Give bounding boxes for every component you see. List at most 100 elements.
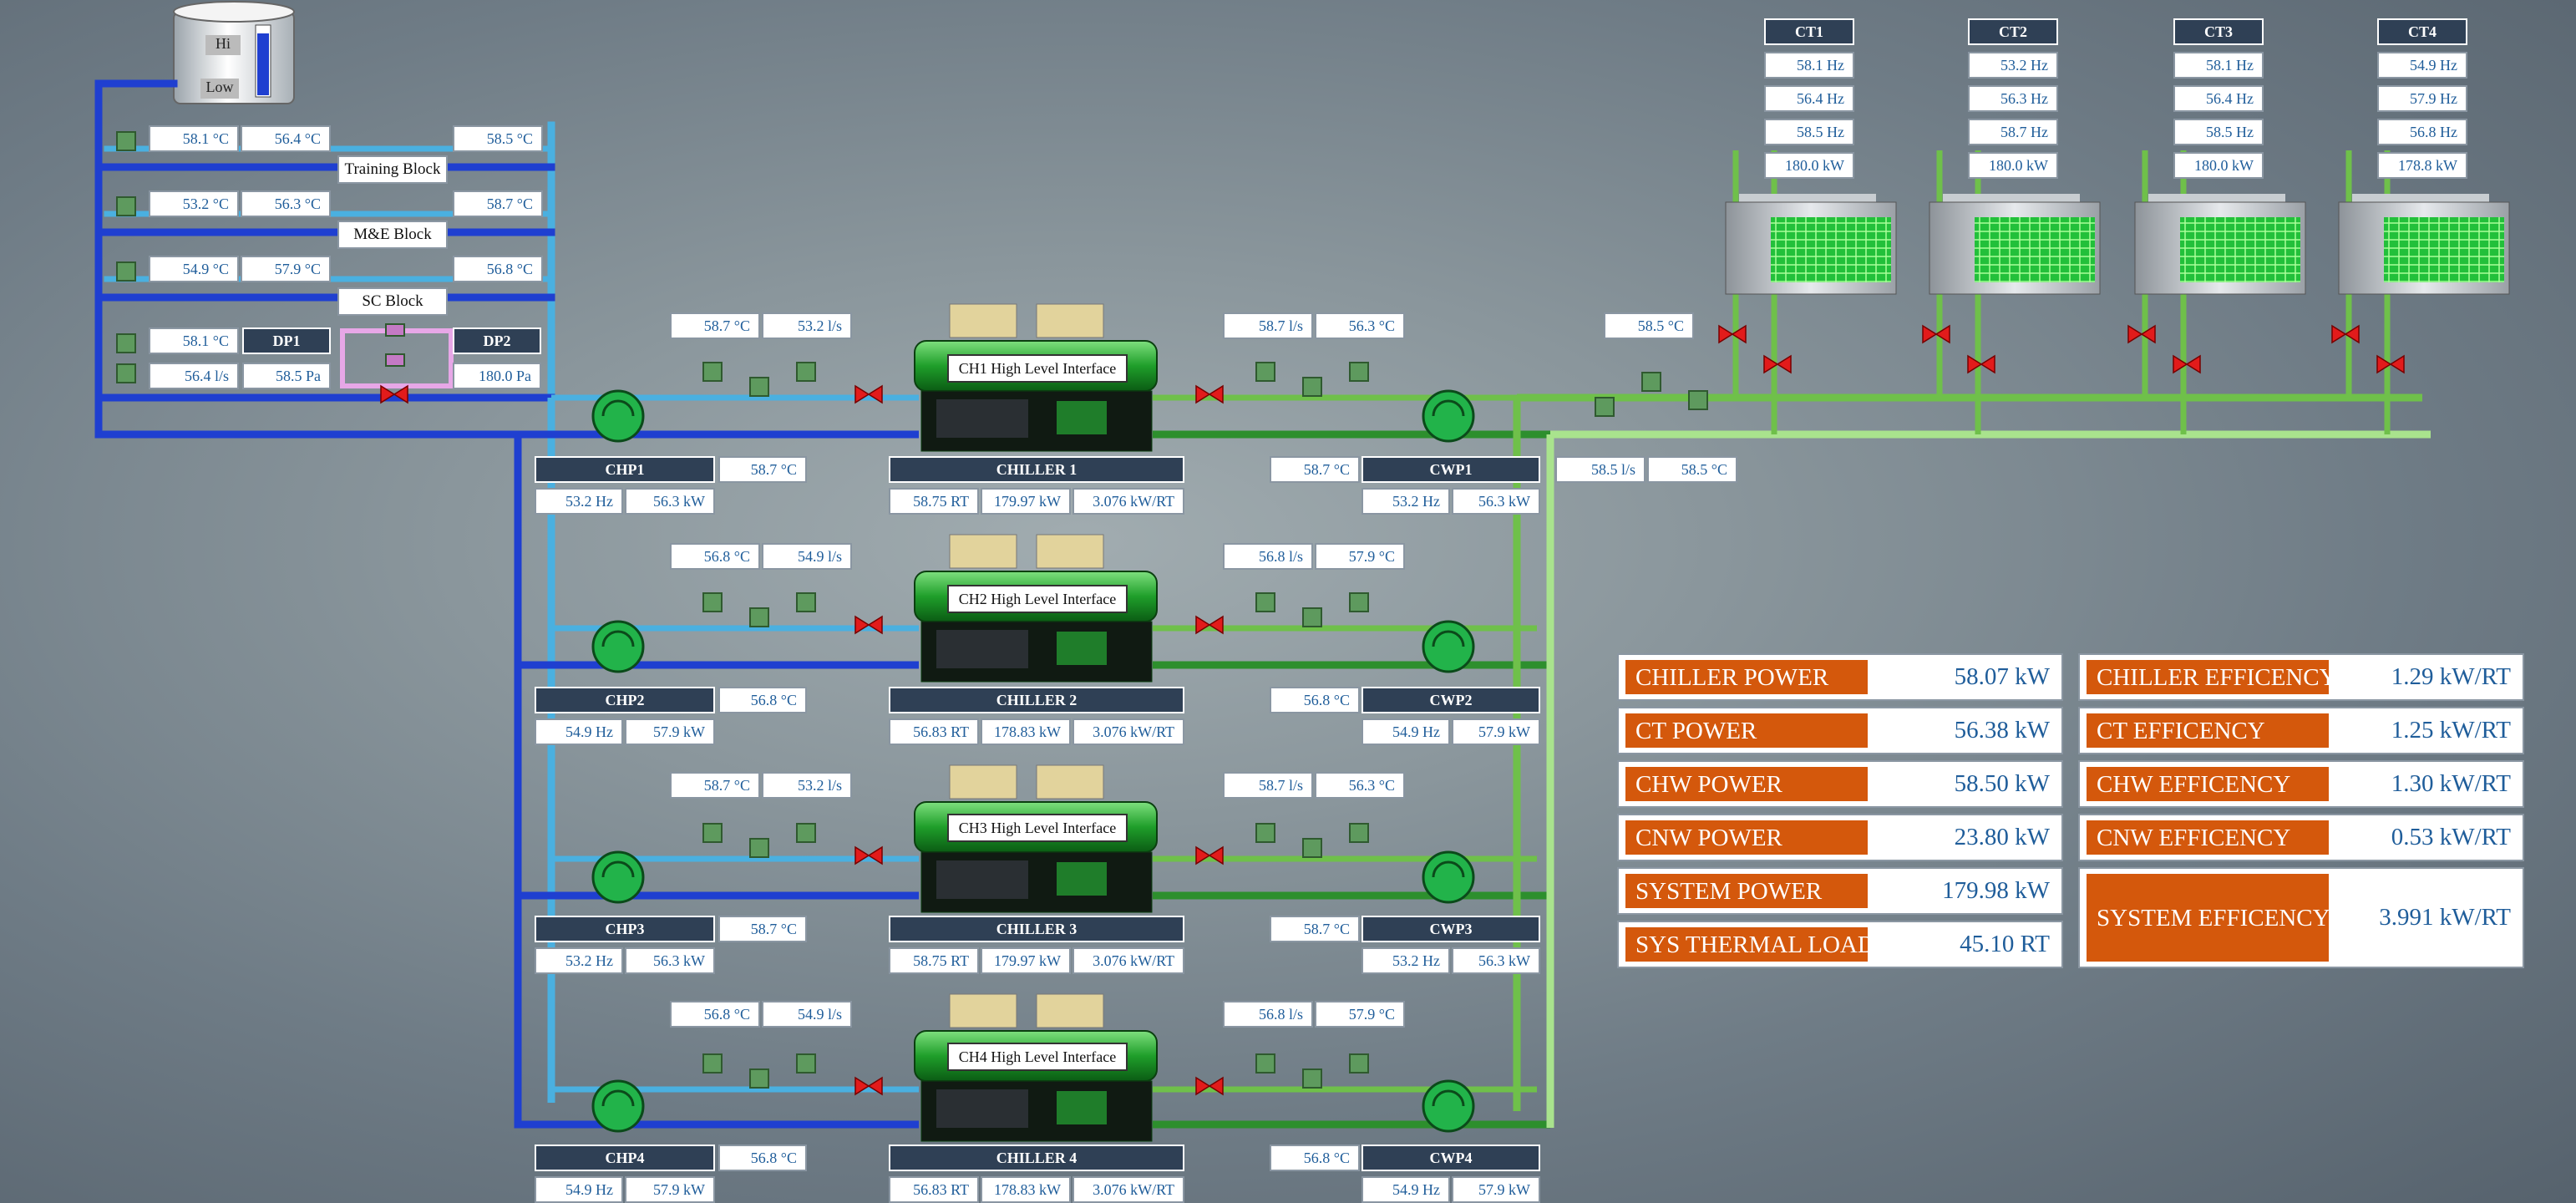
chp4-label[interactable]: CHP4 xyxy=(535,1145,715,1171)
ct4-v3: 56.8 Hz xyxy=(2377,119,2467,145)
cwp3-hz: 53.2 Hz xyxy=(1362,947,1450,974)
ch1-interface[interactable]: CH1 High Level Interface xyxy=(947,354,1128,383)
training-temp-3: 58.5 °C xyxy=(453,125,543,152)
chp2-hz: 54.9 Hz xyxy=(535,718,623,745)
ct1-v3: 58.5 Hz xyxy=(1764,119,1854,145)
ct3-label[interactable]: CT3 xyxy=(2173,18,2264,45)
dp1-label: DP1 xyxy=(242,327,331,354)
ch3-chw-temp: 58.7 °C xyxy=(670,772,760,799)
cwp1-label[interactable]: CWP1 xyxy=(1362,456,1540,483)
me-temp-2: 56.3 °C xyxy=(241,190,331,217)
chiller3-rt: 58.75 RT xyxy=(889,947,979,974)
me-temp-3: 58.7 °C xyxy=(453,190,543,217)
sc-temp-2: 57.9 °C xyxy=(241,256,331,282)
chiller3-label[interactable]: CHILLER 3 xyxy=(889,916,1184,942)
kpi-chiller-power: CHILLER POWER 58.07 kW xyxy=(1617,653,2063,701)
cwp3-label[interactable]: CWP3 xyxy=(1362,916,1540,942)
chp4-kw: 57.9 kW xyxy=(625,1176,715,1203)
ct2-v2: 56.3 Hz xyxy=(1968,85,2058,112)
cnw-header-temp: 58.5 °C xyxy=(1604,312,1694,339)
kpi-value: 56.38 kW xyxy=(1954,717,2050,744)
chiller2-kw: 178.83 kW xyxy=(981,718,1071,745)
ch3-cnw-flow: 58.7 l/s xyxy=(1223,772,1313,799)
kpi-label: CHILLER EFFICENCY xyxy=(2087,660,2337,694)
me-temp-1: 53.2 °C xyxy=(149,190,239,217)
cwp4-label[interactable]: CWP4 xyxy=(1362,1145,1540,1171)
tank-hi-label: Hi xyxy=(205,35,241,55)
ct4-kw: 178.8 kW xyxy=(2377,152,2467,179)
kpi-label: CHILLER POWER xyxy=(1625,660,1868,694)
ct3-v3: 58.5 Hz xyxy=(2173,119,2264,145)
chp3-hz: 53.2 Hz xyxy=(535,947,623,974)
ch4-cnw-temp: 57.9 °C xyxy=(1315,1001,1405,1028)
chp1-temp: 58.7 °C xyxy=(718,456,807,483)
chp1-label[interactable]: CHP1 xyxy=(535,456,715,483)
kpi-value: 1.30 kW/RT xyxy=(2391,770,2511,797)
kpi-system-power: SYSTEM POWER 179.98 kW xyxy=(1617,867,2063,915)
ch2-chw-temp: 56.8 °C xyxy=(670,543,760,570)
chiller2-label[interactable]: CHILLER 2 xyxy=(889,687,1184,713)
ch4-interface[interactable]: CH4 High Level Interface xyxy=(947,1043,1128,1071)
chiller4-label[interactable]: CHILLER 4 xyxy=(889,1145,1184,1171)
chp3-label[interactable]: CHP3 xyxy=(535,916,715,942)
cwp4-hz: 54.9 Hz xyxy=(1362,1176,1450,1203)
cooling-towers xyxy=(1725,194,2510,295)
ch2-interface[interactable]: CH2 High Level Interface xyxy=(947,585,1128,613)
ch4-chw-flow: 54.9 l/s xyxy=(762,1001,852,1028)
kpi-system-efficency: SYSTEM EFFICENCY 3.991 kW/RT xyxy=(2078,867,2524,968)
kpi-label: CHW POWER xyxy=(1625,767,1868,801)
chp1-hz: 53.2 Hz xyxy=(535,488,623,515)
chp1-kw: 56.3 kW xyxy=(625,488,715,515)
kpi-chw-efficency: CHW EFFICENCY 1.30 kW/RT xyxy=(2078,760,2524,808)
dp1-value: 58.5 Pa xyxy=(242,363,331,389)
ct3-v2: 56.4 Hz xyxy=(2173,85,2264,112)
chp2-kw: 57.9 kW xyxy=(625,718,715,745)
ct2-label[interactable]: CT2 xyxy=(1968,18,2058,45)
kpi-label: SYS THERMAL LOAD xyxy=(1625,927,1875,962)
ct1-v2: 56.4 Hz xyxy=(1764,85,1854,112)
ch1-chw-temp: 58.7 °C xyxy=(670,312,760,339)
training-block-label[interactable]: Training Block xyxy=(337,155,448,184)
ch2-cnw-flow: 56.8 l/s xyxy=(1223,543,1313,570)
sc-temp-1: 54.9 °C xyxy=(149,256,239,282)
chw-header-piping xyxy=(514,394,919,1129)
ct4-label[interactable]: CT4 xyxy=(2377,18,2467,45)
chp2-label[interactable]: CHP2 xyxy=(535,687,715,713)
ct4-v2: 57.9 Hz xyxy=(2377,85,2467,112)
kpi-value: 45.10 RT xyxy=(1960,931,2050,957)
ct4-v1: 54.9 Hz xyxy=(2377,52,2467,79)
ch1-cnw-temp: 56.3 °C xyxy=(1315,312,1405,339)
cwp1-temp: 58.7 °C xyxy=(1270,456,1360,483)
ct3-v1: 58.1 Hz xyxy=(2173,52,2264,79)
valves xyxy=(380,324,2405,1096)
ct1-label[interactable]: CT1 xyxy=(1764,18,1854,45)
kpi-chw-power: CHW POWER 58.50 kW xyxy=(1617,760,2063,808)
kpi-label: CNW POWER xyxy=(1625,820,1868,855)
ct1-kw: 180.0 kW xyxy=(1764,152,1854,179)
chiller2-rt: 56.83 RT xyxy=(889,718,979,745)
chiller1-rt: 58.75 RT xyxy=(889,488,979,515)
me-block-label[interactable]: M&E Block xyxy=(337,221,448,249)
chp3-kw: 56.3 kW xyxy=(625,947,715,974)
sensors xyxy=(116,131,1708,1089)
cwp1-hz: 53.2 Hz xyxy=(1362,488,1450,515)
chiller1-label[interactable]: CHILLER 1 xyxy=(889,456,1184,483)
cnw-header-flow: 58.5 l/s xyxy=(1555,456,1645,483)
kpi-cnw-power: CNW POWER 23.80 kW xyxy=(1617,814,2063,861)
sc-block-label[interactable]: SC Block xyxy=(337,287,448,316)
ch4-cnw-flow: 56.8 l/s xyxy=(1223,1001,1313,1028)
ch1-cnw-flow: 58.7 l/s xyxy=(1223,312,1313,339)
cwp2-temp: 56.8 °C xyxy=(1270,687,1360,713)
sc-temp-3: 56.8 °C xyxy=(453,256,543,282)
ct2-kw: 180.0 kW xyxy=(1968,152,2058,179)
cwp1-kw: 56.3 kW xyxy=(1452,488,1540,515)
cwp2-label[interactable]: CWP2 xyxy=(1362,687,1540,713)
ch3-interface[interactable]: CH3 High Level Interface xyxy=(947,814,1128,842)
cnw-header-piping xyxy=(1153,150,2431,1129)
cwp3-temp: 58.7 °C xyxy=(1270,916,1360,942)
kpi-value: 58.50 kW xyxy=(1954,770,2050,797)
chp3-temp: 58.7 °C xyxy=(718,916,807,942)
ch2-cnw-temp: 57.9 °C xyxy=(1315,543,1405,570)
dp-supply-flow: 56.4 l/s xyxy=(149,363,239,389)
kpi-ct-efficency: CT EFFICENCY 1.25 kW/RT xyxy=(2078,707,2524,754)
